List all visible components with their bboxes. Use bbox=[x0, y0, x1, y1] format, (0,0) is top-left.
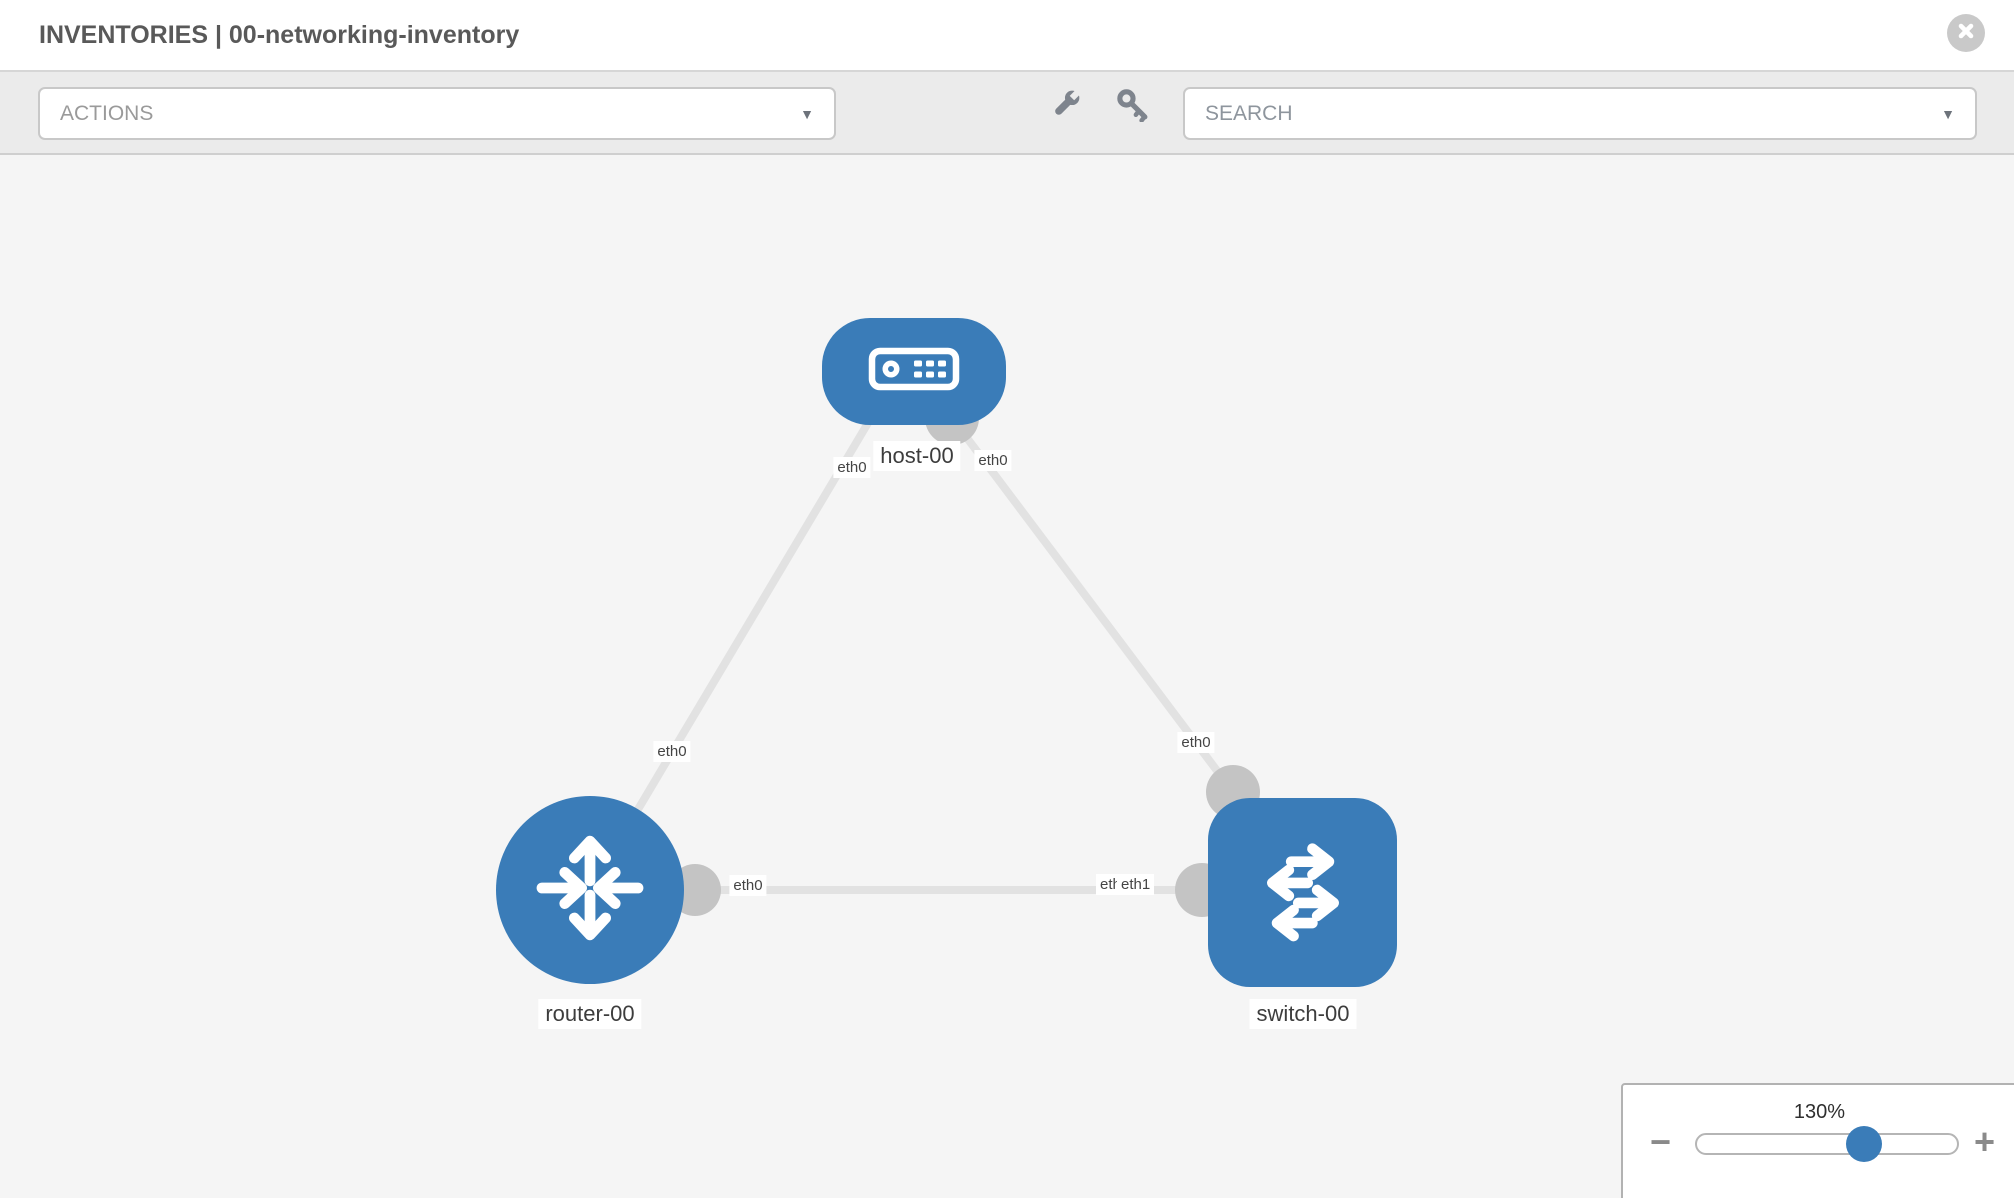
zoom-control-panel: 130% − + bbox=[1621, 1083, 2014, 1198]
node-label-router: router-00 bbox=[538, 999, 642, 1029]
page-title: INVENTORIES | 00-networking-inventory bbox=[39, 20, 520, 49]
toolbar: ACTIONS ▼ SEARCH ▼ bbox=[0, 72, 2014, 155]
port-label-router-top: eth0 bbox=[653, 741, 691, 762]
wrench-icon bbox=[1048, 86, 1084, 127]
chevron-down-icon: ▼ bbox=[1941, 105, 1955, 122]
key-icon bbox=[1114, 86, 1150, 127]
close-icon bbox=[1956, 21, 1976, 46]
port-label-switch-top: eth0 bbox=[1177, 732, 1215, 753]
zoom-out-button[interactable]: − bbox=[1650, 1121, 1672, 1162]
node-host-00[interactable] bbox=[822, 318, 1006, 425]
close-button[interactable] bbox=[1947, 14, 1985, 52]
node-label-host: host-00 bbox=[873, 441, 961, 471]
search-dropdown-label: SEARCH bbox=[1205, 101, 1293, 125]
port-label-switch-left-front: eth1 bbox=[1117, 874, 1155, 895]
node-router-00[interactable] bbox=[496, 796, 684, 984]
actions-dropdown[interactable]: ACTIONS ▼ bbox=[38, 87, 836, 140]
credentials-button[interactable] bbox=[1110, 84, 1154, 128]
actions-dropdown-label: ACTIONS bbox=[60, 101, 154, 125]
zoom-slider-track[interactable] bbox=[1695, 1133, 1959, 1155]
search-dropdown[interactable]: SEARCH ▼ bbox=[1183, 87, 1977, 140]
header: INVENTORIES | 00-networking-inventory bbox=[0, 0, 2014, 72]
switch-icon bbox=[1244, 831, 1362, 954]
router-icon bbox=[530, 828, 650, 953]
chevron-down-icon: ▼ bbox=[800, 105, 814, 122]
zoom-slider-thumb[interactable] bbox=[1846, 1126, 1882, 1162]
node-switch-00[interactable] bbox=[1208, 798, 1397, 987]
zoom-level-value: 130% bbox=[1793, 1101, 1846, 1123]
topology-links-layer bbox=[586, 391, 1260, 917]
port-label-host-right: eth0 bbox=[974, 450, 1012, 471]
tools-button[interactable] bbox=[1044, 84, 1088, 128]
port-label-router-right: eth0 bbox=[729, 875, 767, 896]
zoom-in-button[interactable]: + bbox=[1974, 1121, 1996, 1162]
node-label-switch: switch-00 bbox=[1249, 999, 1357, 1029]
link-host-switch bbox=[948, 415, 1237, 795]
topology-canvas[interactable]: host-00 router-00 switch-00 eth0 eth0 et… bbox=[0, 155, 2014, 1198]
port-label-host-left: eth0 bbox=[833, 457, 871, 478]
host-icon bbox=[868, 347, 960, 396]
